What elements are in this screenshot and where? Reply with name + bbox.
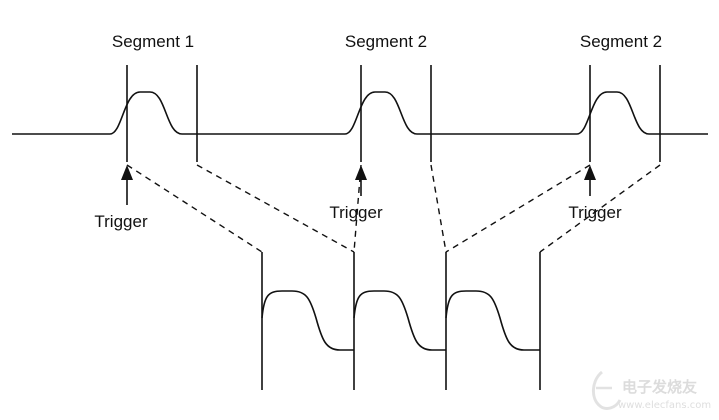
watermark-url: www.elecfans.com (618, 400, 711, 411)
segment-mapping-lines (126, 164, 661, 253)
segment-2-label: Segment 2 (345, 32, 427, 51)
input-signal-waveform (12, 91, 708, 135)
watermark-text: 电子发烧友 (622, 378, 697, 396)
memory-segment-1-waveform (261, 290, 354, 351)
trigger-2-arrow-icon (355, 165, 367, 196)
segment-3-label: Segment 2 (580, 32, 662, 51)
memory-segment-3-waveform (445, 290, 540, 351)
trigger-2-label: Trigger (329, 203, 383, 222)
trigger-1-label: Trigger (94, 212, 148, 231)
trigger-3-arrow-icon (584, 165, 596, 196)
segment-3-window (589, 65, 661, 162)
segment-1-label: Segment 1 (112, 32, 194, 51)
segment-1-window (126, 65, 198, 162)
segment-2-window (360, 65, 432, 162)
memory-segment-2-waveform (353, 290, 446, 351)
memory-segment-boundaries (261, 252, 541, 390)
watermark-logo: 电子发烧友 www.elecfans.com (592, 370, 711, 411)
trigger-1-arrow-icon (121, 165, 133, 205)
